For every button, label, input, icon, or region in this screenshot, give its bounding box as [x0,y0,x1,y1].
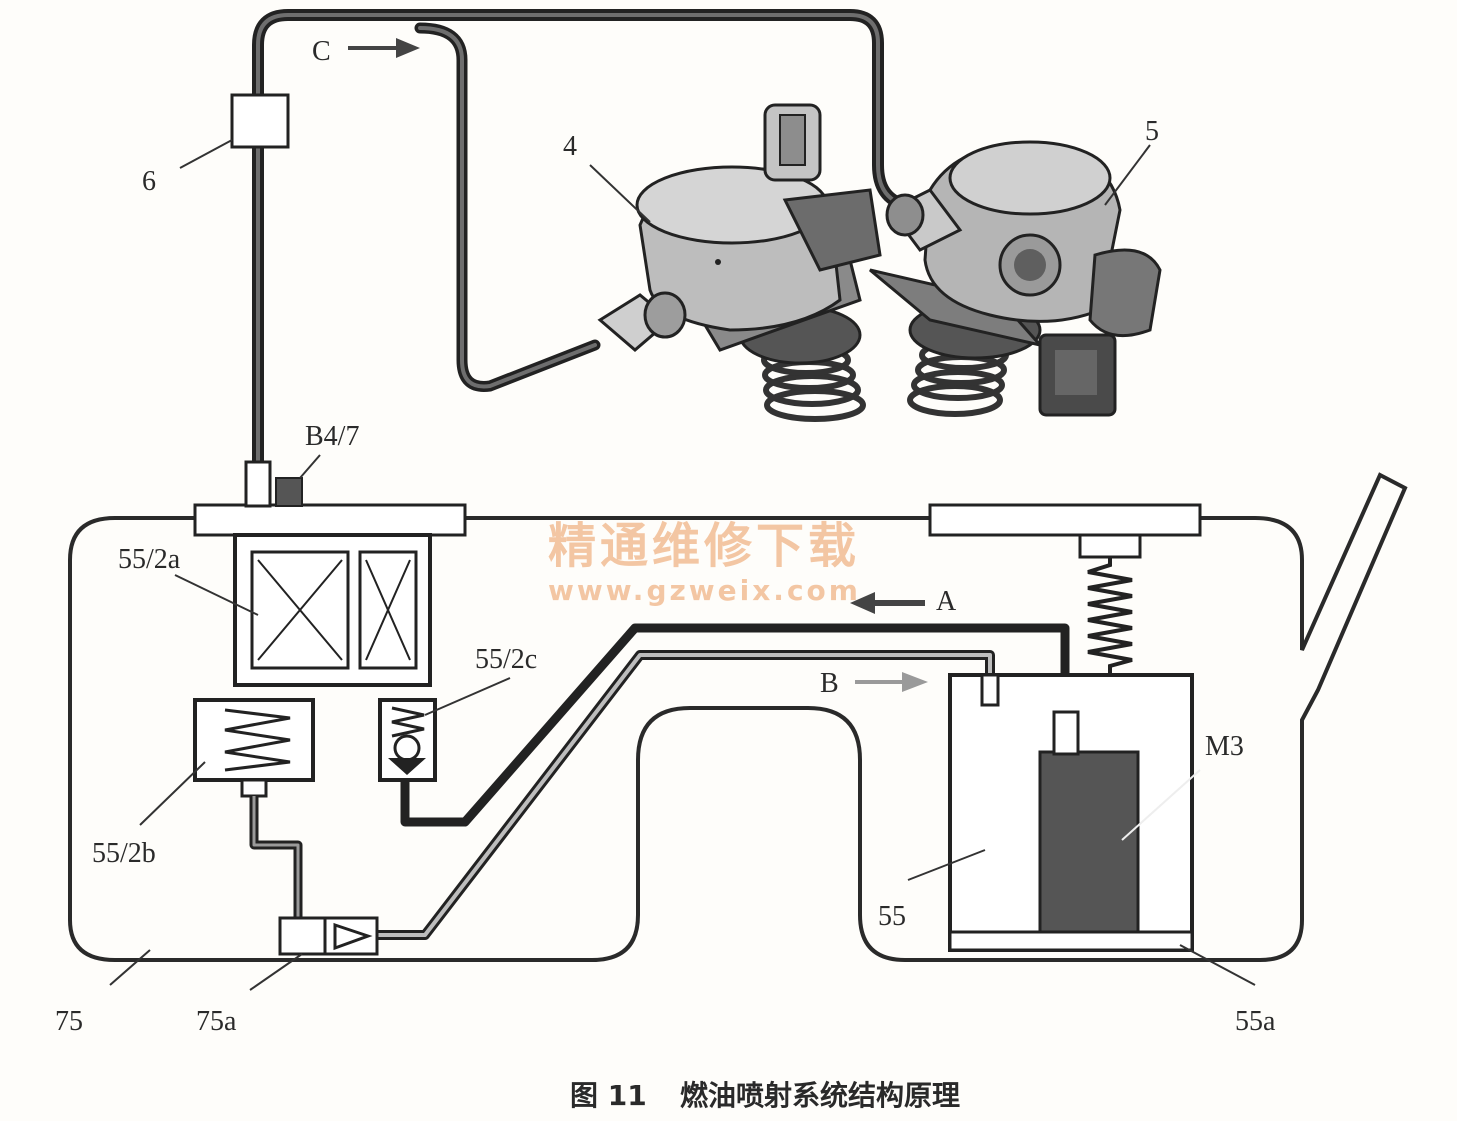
high-pressure-pump-4 [597,103,882,422]
high-pressure-fuel-line [252,9,911,476]
figure-caption: 燃油喷射系统结构原理 [680,1079,960,1112]
return-line [249,796,303,920]
component-55-2b [193,698,315,798]
component-55-2c [378,698,437,782]
label-flow-c: C [312,36,331,67]
label-55-2a: 55/2a [118,544,181,575]
fuel-pressure-sensor-b4-7 [275,477,303,507]
label-4: 4 [563,131,577,162]
fuel-tank-75 [68,472,1408,962]
jet-pump-line-b [378,650,995,940]
watermark-title: 精通维修下载 [548,518,860,574]
label-b4-7: B4/7 [305,421,359,452]
retaining-spring [1087,557,1133,678]
label-flow-a: A [936,586,957,617]
watermark-url: www.gzweix.com [548,574,861,607]
right-service-flange [928,503,1202,537]
fuel-pump-m3 [1038,750,1140,934]
fuel-filter-6 [230,93,290,149]
strainer-55a [948,930,1194,952]
label-5: 5 [1145,116,1159,147]
label-55a: 55a [1235,1006,1276,1037]
figure-number: 图 11 [570,1079,647,1112]
label-75a: 75a [196,1006,237,1037]
label-55-2b: 55/2b [92,838,156,869]
jet-pump-75a [278,916,379,956]
label-m3: M3 [1205,731,1244,762]
label-flow-b: B [820,668,839,699]
label-75: 75 [55,1006,83,1037]
flow-arrow-b [855,672,928,692]
label-6: 6 [142,166,156,197]
label-55-2c: 55/2c [475,644,537,675]
component-55-2a [233,533,432,687]
left-service-flange [193,503,467,537]
label-55: 55 [878,901,906,932]
flow-arrow-a [850,592,925,614]
flow-arrow-c [348,38,420,58]
high-pressure-pump-5 [869,140,1162,417]
feed-line-a [400,623,1070,827]
